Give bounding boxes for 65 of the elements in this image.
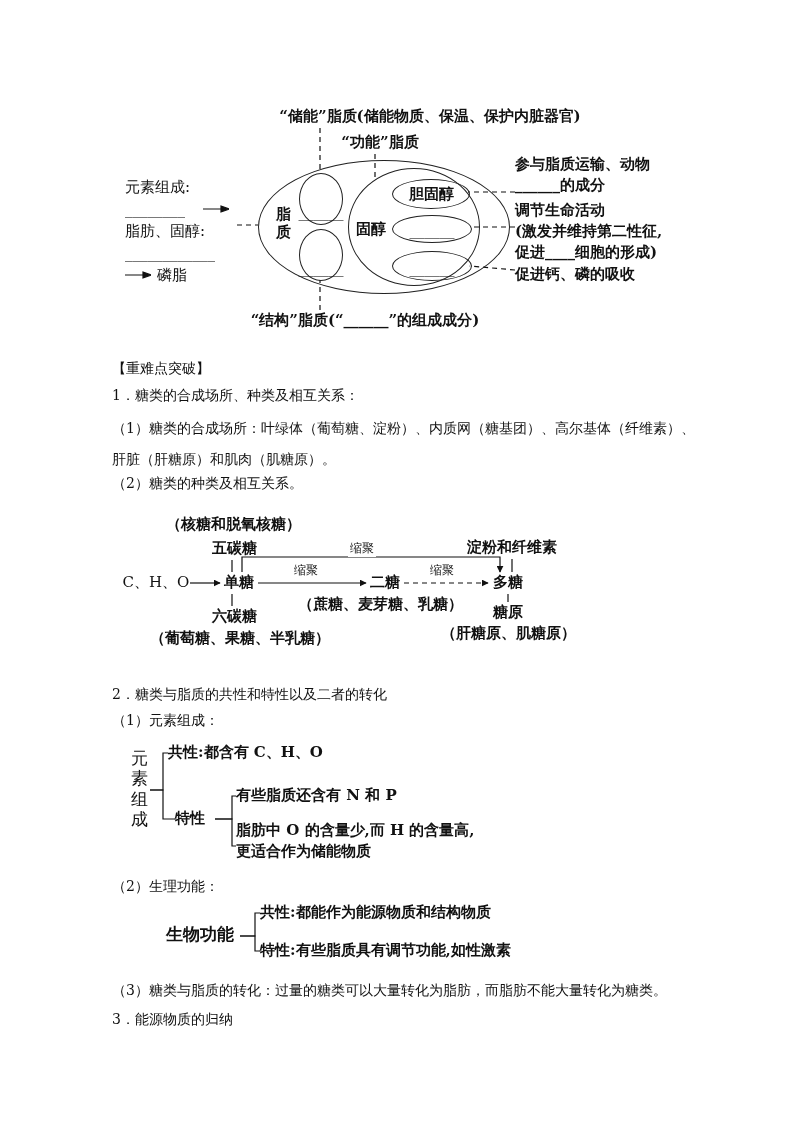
connector-line bbox=[507, 593, 509, 603]
body-text: （1）元素组成： bbox=[112, 711, 219, 730]
connector-line bbox=[239, 935, 261, 952]
shape-label: ______ bbox=[409, 221, 455, 239]
body-text: （2）生理功能： bbox=[112, 877, 219, 896]
vertical-label: 脂质 bbox=[276, 205, 292, 241]
annotation-text: 促进钙、磷的吸收 bbox=[515, 264, 645, 286]
caption-text: （肝糖原、肌糖原） bbox=[439, 623, 577, 644]
body-text: 2．糖类与脂质的共性和特性以及二者的转化 bbox=[112, 685, 387, 704]
body-text: （1）糖类的合成场所：叶绿体（葡萄糖、淀粉）、内质网（糖基团）、高尔基体（纤维素）、肝脏（肝糖原）和肌肉（肌糖原）。 bbox=[112, 419, 696, 469]
annotation-text: 参与脂质运输、动物______的成分 bbox=[515, 154, 655, 198]
caption-text: （蔗糖、麦芽糖、乳糖） bbox=[297, 594, 464, 615]
branch-text: 特性 bbox=[175, 808, 215, 830]
branch-text: 脂肪中 O 的含量少,而 H 的含量高,更适合作为储能物质 bbox=[236, 820, 482, 864]
arrow bbox=[241, 556, 504, 573]
shape-label: ______ bbox=[298, 259, 344, 277]
dashed-leader-line bbox=[374, 153, 376, 179]
connector-line bbox=[511, 558, 513, 573]
caption-text: （葡萄糖、果糖、半乳糖） bbox=[149, 628, 331, 649]
flow-text: C、H、O bbox=[122, 572, 190, 594]
annotation-text: 元素组成: bbox=[125, 176, 191, 198]
shape-label: ______ bbox=[409, 259, 455, 277]
tree-root-text: 元素组成 bbox=[129, 748, 150, 832]
edge-label: 缩聚 bbox=[428, 562, 456, 579]
tree-root-text: 生物功能 bbox=[160, 923, 240, 949]
annotation-text: “结构”脂质(“______”的组成成分) bbox=[250, 310, 480, 332]
annotation-text: “功能”脂质 bbox=[330, 132, 430, 154]
arrow bbox=[257, 579, 367, 587]
flow-text: 五碳糖 bbox=[210, 538, 258, 560]
shape-label: 固醇 bbox=[356, 220, 386, 238]
shape-label: 胆固醇 bbox=[408, 185, 454, 203]
edge-label: 缩聚 bbox=[292, 562, 320, 579]
flow-text: 糖原 bbox=[488, 602, 528, 624]
connector-line bbox=[231, 559, 233, 573]
caption-text: （核糖和脱氧核糖） bbox=[164, 514, 302, 535]
connector-line bbox=[231, 593, 233, 607]
branch-text: 共性:都含有 C、H、O bbox=[168, 742, 348, 764]
shape-label: ______ bbox=[298, 203, 344, 221]
edge-label: 缩聚 bbox=[348, 540, 376, 557]
branch-text: 有些脂质还含有 N 和 P bbox=[236, 785, 436, 807]
annotation-text: (激发并维持第二性征,促进____细胞的形成) bbox=[515, 221, 664, 263]
flow-text: 二糖 bbox=[366, 572, 404, 594]
flow-text: 淀粉和纤维素 bbox=[460, 537, 564, 559]
annotation-text: 调节生命活动 bbox=[515, 200, 606, 221]
body-text: 1．糖类的合成场所、种类及相互关系： bbox=[112, 386, 359, 405]
branch-text: 共性:都能作为能源物质和结构物质 bbox=[260, 902, 550, 924]
annotation-text: 磷脂 bbox=[157, 264, 187, 286]
connector-line bbox=[149, 789, 176, 820]
connector-line bbox=[214, 818, 237, 847]
flow-text: 单糖 bbox=[220, 572, 258, 594]
body-text: （2）糖类的种类及相互关系。 bbox=[112, 474, 303, 493]
section-heading: 【重难点突破】 bbox=[112, 359, 210, 378]
annotation-text: “储能”脂质(储能物质、保温、保护内脏器官) bbox=[245, 106, 615, 128]
flow-text: 六碳糖 bbox=[210, 606, 258, 628]
dashed-leader-line bbox=[236, 224, 259, 226]
dashed-leader-line bbox=[319, 279, 321, 311]
branch-text: 特性:有些脂质具有调节功能,如性激素 bbox=[260, 940, 550, 962]
flow-text: 多糖 bbox=[488, 572, 528, 594]
arrow bbox=[189, 579, 221, 587]
annotation-text: 脂肪、固醇: bbox=[125, 220, 206, 242]
blank-line: ________ bbox=[125, 198, 185, 220]
dashed-arrow bbox=[403, 579, 489, 587]
body-text: 3．能源物质的归纳 bbox=[112, 1010, 233, 1029]
blank-line: ____________ bbox=[125, 242, 215, 264]
body-text: （3）糖类与脂质的转化：过量的糖类可以大量转化为脂肪，而脂肪不能大量转化为糖类。 bbox=[112, 981, 667, 1000]
